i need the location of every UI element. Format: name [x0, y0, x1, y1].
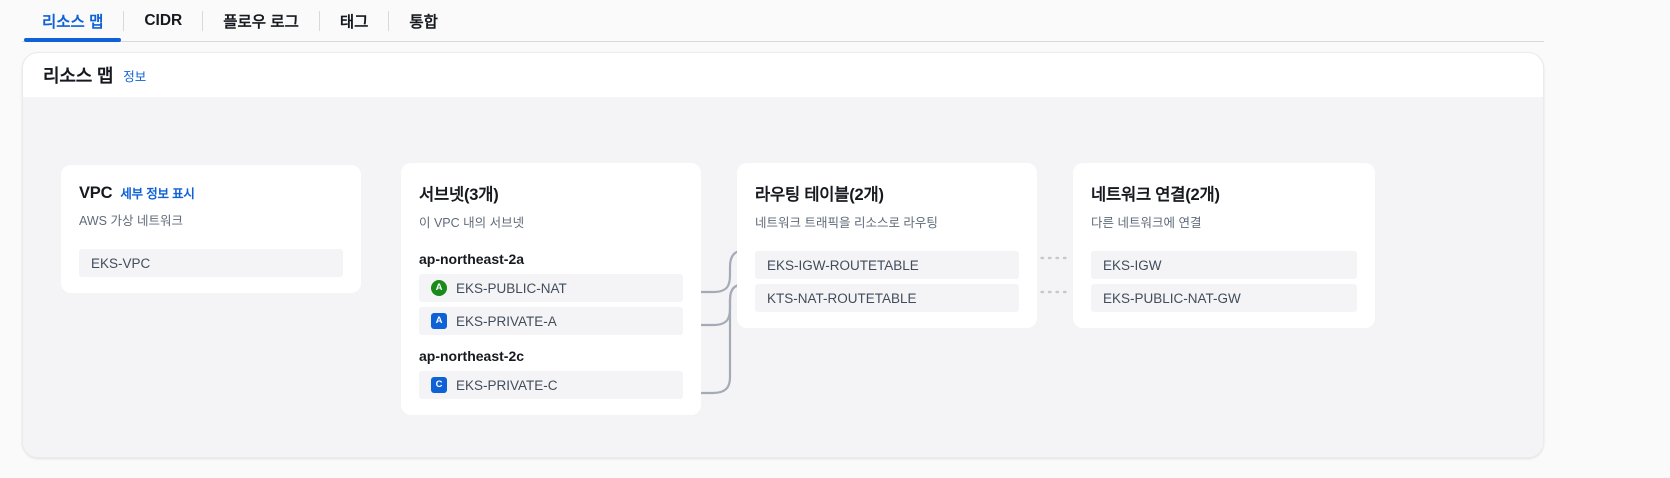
tab-label: 플로우 로그 [223, 13, 299, 31]
tab-tags[interactable]: 태그 [320, 0, 389, 41]
resource-map-canvas: VPC 세부 정보 표시 AWS 가상 네트워크 EKS-VPC 서브넷(3개)… [23, 97, 1543, 457]
card-vpc: VPC 세부 정보 표시 AWS 가상 네트워크 EKS-VPC [61, 165, 361, 293]
subnet-item-list: ap-northeast-2a A EKS-PUBLIC-NAT A EKS-P… [419, 251, 683, 399]
tab-label: 리소스 맵 [42, 13, 104, 31]
tab-separator [318, 11, 320, 31]
list-item[interactable]: EKS-VPC [79, 249, 343, 277]
resource-label: EKS-VPC [91, 255, 151, 271]
info-link[interactable]: 정보 [123, 69, 147, 84]
tab-integrations[interactable]: 통합 [389, 0, 458, 41]
panel-header: 리소스 맵 정보 [23, 53, 1543, 97]
card-network-connections: 네트워크 연결(2개) 다른 네트워크에 연결 EKS-IGW EKS-PUBL… [1073, 163, 1375, 328]
network-connection-item-list: EKS-IGW EKS-PUBLIC-NAT-GW [1091, 251, 1357, 312]
private-subnet-icon: A [431, 313, 447, 329]
card-title: 라우팅 테이블(2개) [755, 181, 1019, 205]
private-subnet-icon: C [431, 377, 447, 393]
az-label: ap-northeast-2a [419, 251, 525, 267]
list-item[interactable]: EKS-PUBLIC-NAT-GW [1091, 284, 1357, 312]
card-title-text: 라우팅 테이블(2개) [755, 186, 884, 204]
card-title: 서브넷(3개) [419, 181, 683, 205]
list-item[interactable]: KTS-NAT-ROUTETABLE [755, 284, 1019, 312]
tab-bar: 리소스 맵 CIDR 플로우 로그 태그 통합 [22, 0, 1544, 42]
tab-separator [202, 11, 204, 31]
card-subtitle: AWS 가상 네트워크 [79, 214, 183, 228]
az-group-2a: ap-northeast-2a A EKS-PUBLIC-NAT A EKS-P… [419, 251, 683, 335]
public-subnet-icon: A [431, 280, 447, 296]
resource-label: EKS-IGW-ROUTETABLE [767, 257, 919, 273]
list-item[interactable]: EKS-IGW [1091, 251, 1357, 279]
vpc-item-list: EKS-VPC [79, 249, 343, 277]
show-details-link[interactable]: 세부 정보 표시 [120, 187, 195, 201]
resource-label: EKS-PUBLIC-NAT [456, 280, 567, 296]
resource-label: EKS-PRIVATE-C [456, 377, 558, 393]
resource-label: KTS-NAT-ROUTETABLE [767, 290, 917, 306]
tab-separator [123, 11, 125, 31]
list-item[interactable]: C EKS-PRIVATE-C [419, 371, 683, 399]
page-title: 리소스 맵 [43, 66, 114, 86]
card-title: VPC 세부 정보 표시 [79, 183, 343, 203]
card-route-tables: 라우팅 테이블(2개) 네트워크 트래픽을 리소스로 라우팅 EKS-IGW-R… [737, 163, 1037, 328]
resource-label: EKS-PRIVATE-A [456, 313, 557, 329]
card-title-text: 네트워크 연결(2개) [1091, 186, 1220, 204]
card-subtitle: 다른 네트워크에 연결 [1091, 216, 1202, 230]
tab-resource-map[interactable]: 리소스 맵 [22, 0, 123, 42]
tab-label: 태그 [339, 13, 369, 31]
tab-cidr[interactable]: CIDR [124, 0, 202, 41]
list-item[interactable]: A EKS-PUBLIC-NAT [419, 274, 683, 302]
tab-label: 통합 [409, 13, 438, 31]
card-subtitle: 네트워크 트래픽을 리소스로 라우팅 [755, 216, 938, 230]
tab-label: CIDR [144, 11, 183, 29]
tab-separator [388, 11, 390, 31]
az-label: ap-northeast-2c [419, 348, 525, 364]
resource-label: EKS-IGW [1103, 257, 1162, 273]
card-subtitle: 이 VPC 내의 서브넷 [419, 216, 525, 230]
route-table-item-list: EKS-IGW-ROUTETABLE KTS-NAT-ROUTETABLE [755, 251, 1019, 312]
az-group-2c: ap-northeast-2c C EKS-PRIVATE-C [419, 348, 683, 399]
list-item[interactable]: EKS-IGW-ROUTETABLE [755, 251, 1019, 279]
card-title: 네트워크 연결(2개) [1091, 181, 1357, 205]
resource-map-panel: 리소스 맵 정보 VPC 세부 정보 표시 AWS 가상 네트워크 EK [22, 52, 1544, 458]
list-item[interactable]: A EKS-PRIVATE-A [419, 307, 683, 335]
resource-label: EKS-PUBLIC-NAT-GW [1103, 290, 1241, 306]
card-subnets: 서브넷(3개) 이 VPC 내의 서브넷 ap-northeast-2a A E… [401, 163, 701, 415]
tab-flow-logs[interactable]: 플로우 로그 [203, 0, 319, 41]
card-title-text: 서브넷(3개) [419, 186, 499, 204]
card-title-text: VPC [79, 184, 113, 202]
